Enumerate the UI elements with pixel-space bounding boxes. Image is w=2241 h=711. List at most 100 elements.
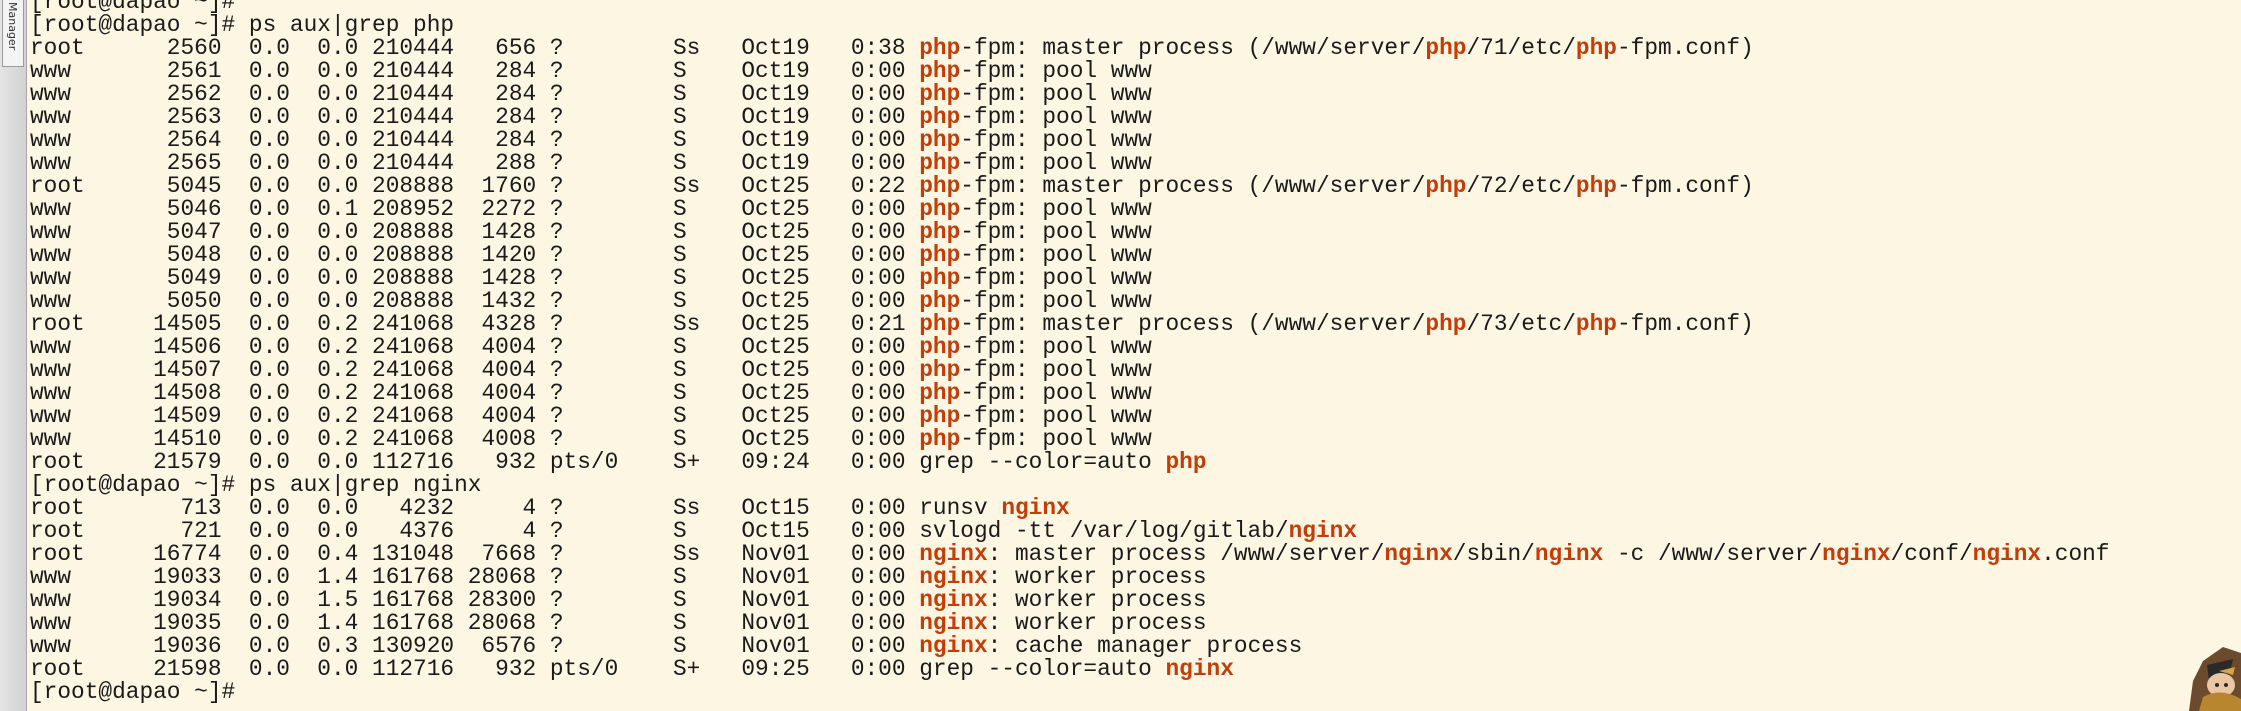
highlighted-match: php (919, 311, 961, 337)
terminal-text: www 2563 0.0 0.0 210444 284 ? S Oct19 0:… (30, 104, 920, 130)
terminal-text: root 21598 0.0 0.0 112716 932 pts/0 S+ 0… (30, 656, 1166, 682)
highlighted-match: php (919, 35, 961, 61)
highlighted-match: nginx (919, 541, 988, 567)
terminal-line: root 21598 0.0 0.0 112716 932 pts/0 S+ 0… (30, 658, 2241, 681)
highlighted-match: php (919, 196, 961, 222)
session-manager-tab[interactable]: Manager (2, 0, 24, 67)
highlighted-match: php (1425, 35, 1467, 61)
terminal-text: -fpm: pool www (960, 196, 1152, 222)
terminal-text: -fpm.conf) (1616, 311, 1754, 337)
terminal-text: /73/etc/ (1466, 311, 1576, 337)
terminal-text: www 5046 0.0 0.1 208952 2272 ? S Oct25 0… (30, 196, 920, 222)
terminal-line: root 14505 0.0 0.2 241068 4328 ? Ss Oct2… (30, 313, 2241, 336)
terminal-text: -fpm: pool www (960, 426, 1152, 452)
terminal-text: : worker process (987, 587, 1207, 613)
terminal-line: root 5045 0.0 0.0 208888 1760 ? Ss Oct25… (30, 175, 2241, 198)
terminal-text: root 21579 0.0 0.0 112716 932 pts/0 S+ 0… (30, 449, 1166, 475)
terminal-text: /conf/ (1890, 541, 1973, 567)
terminal-text: [root@dapao ~]# ps aux|grep nginx (30, 472, 482, 498)
highlighted-match: nginx (1534, 541, 1604, 567)
terminal-line: www 2562 0.0 0.0 210444 284 ? S Oct19 0:… (30, 83, 2241, 106)
highlighted-match: php (919, 242, 961, 268)
terminal-text: -fpm: pool www (960, 288, 1152, 314)
terminal-text: -fpm: pool www (960, 242, 1152, 268)
highlighted-match: php (919, 288, 961, 314)
terminal-line: [root@dapao ~]# (30, 0, 2241, 14)
terminal-line: root 713 0.0 0.0 4232 4 ? Ss Oct15 0:00 … (30, 497, 2241, 520)
highlighted-match: php (919, 104, 961, 130)
terminal-line: www 19036 0.0 0.3 130920 6576 ? S Nov01 … (30, 635, 2241, 658)
highlighted-match: php (919, 173, 961, 199)
session-manager-sidebar: Manager (0, 0, 27, 711)
highlighted-match: php (919, 334, 961, 360)
highlighted-match: nginx (919, 587, 988, 613)
highlighted-match: php (919, 219, 961, 245)
terminal-line: root 721 0.0 0.0 4376 4 ? S Oct15 0:00 s… (30, 520, 2241, 543)
terminal-text: -c /www/server/ (1603, 541, 1823, 567)
terminal-text: [root@dapao ~]# (30, 0, 236, 15)
terminal-line: www 2565 0.0 0.0 210444 288 ? S Oct19 0:… (30, 152, 2241, 175)
terminal-text: [root@dapao ~]# (30, 679, 236, 705)
terminal-text: www 19034 0.0 1.5 161768 28300 ? S Nov01… (30, 587, 920, 613)
highlighted-match: nginx (1384, 541, 1453, 567)
terminal-text: root 713 0.0 0.0 4232 4 ? Ss Oct15 0:00 … (30, 495, 1002, 521)
terminal-line: www 5046 0.0 0.1 208952 2272 ? S Oct25 0… (30, 198, 2241, 221)
terminal-text: www 2562 0.0 0.0 210444 284 ? S Oct19 0:… (30, 81, 920, 107)
terminal-text: www 19036 0.0 0.3 130920 6576 ? S Nov01 … (30, 633, 920, 659)
highlighted-match: nginx (919, 564, 988, 590)
highlighted-match: php (1425, 311, 1467, 337)
highlighted-match: php (1425, 173, 1467, 199)
terminal-text: : worker process (987, 610, 1207, 636)
terminal-text: : cache manager process (987, 633, 1303, 659)
terminal-text: www 2565 0.0 0.0 210444 288 ? S Oct19 0:… (30, 150, 920, 176)
terminal-line: www 19033 0.0 1.4 161768 28068 ? S Nov01… (30, 566, 2241, 589)
terminal-text: -fpm: pool www (960, 81, 1152, 107)
highlighted-match: php (1575, 311, 1617, 337)
terminal-line: www 2561 0.0 0.0 210444 284 ? S Oct19 0:… (30, 60, 2241, 83)
highlighted-match: nginx (1288, 518, 1357, 544)
terminal-text: /72/etc/ (1466, 173, 1576, 199)
terminal-line: www 5047 0.0 0.0 208888 1428 ? S Oct25 0… (30, 221, 2241, 244)
terminal-text: -fpm: pool www (960, 219, 1152, 245)
terminal-text: www 2561 0.0 0.0 210444 284 ? S Oct19 0:… (30, 58, 920, 84)
terminal-text: : master process /www/server/ (987, 541, 1385, 567)
terminal-text: -fpm: master process (/www/server/ (960, 311, 1426, 337)
terminal-text: -fpm: pool www (960, 58, 1152, 84)
session-manager-tab-label: Manager (6, 2, 19, 51)
terminal-text: -fpm.conf) (1616, 35, 1754, 61)
highlighted-match: php (919, 357, 961, 383)
highlighted-match: php (919, 127, 961, 153)
terminal-text: -fpm: master process (/www/server/ (960, 35, 1426, 61)
terminal-line: www 2564 0.0 0.0 210444 284 ? S Oct19 0:… (30, 129, 2241, 152)
terminal-line: www 5049 0.0 0.0 208888 1428 ? S Oct25 0… (30, 267, 2241, 290)
warrior-mascot-icon (2189, 647, 2241, 711)
highlighted-match: php (919, 380, 961, 406)
terminal-line: [root@dapao ~]# (30, 681, 2241, 704)
terminal-text: : worker process (987, 564, 1207, 590)
terminal-text: -fpm: pool www (960, 104, 1152, 130)
terminal-text: www 14509 0.0 0.2 241068 4004 ? S Oct25 … (30, 403, 920, 429)
highlighted-match: php (1165, 449, 1207, 475)
terminal-output[interactable]: [root@dapao ~]#[root@dapao ~]# ps aux|gr… (30, 0, 2241, 711)
terminal-line: www 5048 0.0 0.0 208888 1420 ? S Oct25 0… (30, 244, 2241, 267)
highlighted-match: php (1575, 35, 1617, 61)
highlighted-match: php (1575, 173, 1617, 199)
terminal-line: [root@dapao ~]# ps aux|grep php (30, 14, 2241, 37)
terminal-line: www 2563 0.0 0.0 210444 284 ? S Oct19 0:… (30, 106, 2241, 129)
terminal-text: .conf (2041, 541, 2110, 567)
terminal-text: -fpm: pool www (960, 265, 1152, 291)
terminal-text: root 5045 0.0 0.0 208888 1760 ? Ss Oct25… (30, 173, 920, 199)
terminal-text: www 2564 0.0 0.0 210444 284 ? S Oct19 0:… (30, 127, 920, 153)
terminal-text: -fpm: pool www (960, 150, 1152, 176)
terminal-text: [root@dapao ~]# ps aux|grep php (30, 12, 455, 38)
highlighted-match: nginx (1165, 656, 1234, 682)
terminal-text: -fpm: pool www (960, 357, 1152, 383)
terminal-text: www 14510 0.0 0.2 241068 4008 ? S Oct25 … (30, 426, 920, 452)
terminal-text: -fpm: pool www (960, 380, 1152, 406)
terminal-text: -fpm: pool www (960, 334, 1152, 360)
terminal-text: www 14508 0.0 0.2 241068 4004 ? S Oct25 … (30, 380, 920, 406)
terminal-text: www 19035 0.0 1.4 161768 28068 ? S Nov01… (30, 610, 920, 636)
highlighted-match: php (919, 426, 961, 452)
terminal-line: www 14506 0.0 0.2 241068 4004 ? S Oct25 … (30, 336, 2241, 359)
terminal-line: www 14507 0.0 0.2 241068 4004 ? S Oct25 … (30, 359, 2241, 382)
